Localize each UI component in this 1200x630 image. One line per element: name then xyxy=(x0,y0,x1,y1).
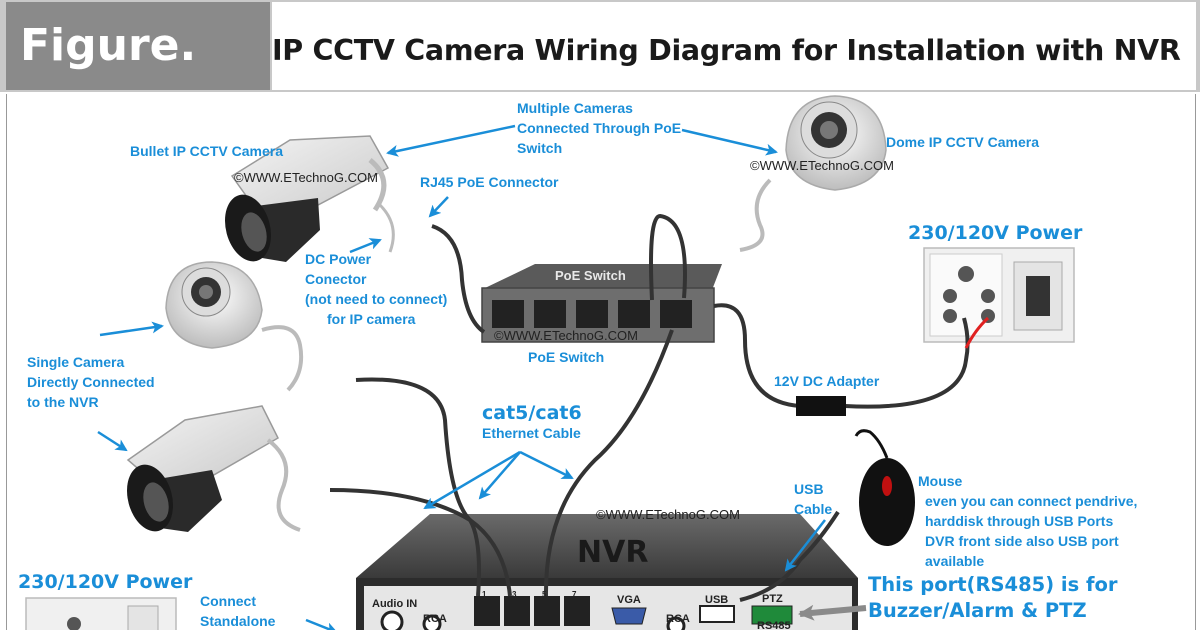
wall-socket-top xyxy=(923,247,1075,343)
dc-power-label: DC Power Conector (not need to connect) … xyxy=(305,249,447,329)
audio-in-label: Audio IN xyxy=(372,598,418,610)
watermark-nvr: ©WWW.ETechnoG.COM xyxy=(596,507,740,522)
dome-camera-left xyxy=(165,261,304,392)
single-camera-line-2: Directly Connected xyxy=(27,374,155,390)
nvr-label: NVR xyxy=(577,535,649,570)
bullet-camera-bottom xyxy=(126,405,301,532)
annotation-arrows xyxy=(97,124,826,630)
diagram-canvas xyxy=(6,94,1196,630)
usb-cable-line-2: Cable xyxy=(794,501,833,517)
dc-power-line-2: Conector xyxy=(305,271,367,287)
watermark-switch: ©WWW.ETechnoG.COM xyxy=(494,328,638,343)
connect-standalone-line-1: Connect xyxy=(200,593,256,609)
single-camera-line-1: Single Camera xyxy=(27,354,125,370)
power-top-label: 230/120V Power xyxy=(908,222,1083,244)
ptz-label: PTZ xyxy=(762,593,783,605)
poe-switch xyxy=(481,264,722,343)
title-box xyxy=(272,2,1196,90)
cat-cable-label: cat5/cat6 xyxy=(482,402,582,424)
rca-left-label: RCA xyxy=(423,613,447,625)
multiple-cameras-line-1: Multiple Cameras xyxy=(517,100,633,116)
diagram-title: IP CCTV Camera Wiring Diagram for Instal… xyxy=(272,34,1181,67)
connect-standalone-label: Connect Standalone xyxy=(200,591,275,630)
port-number-3: 3 xyxy=(512,590,517,599)
port-number-7: 7 xyxy=(572,590,577,599)
single-camera-line-3: to the NVR xyxy=(27,394,99,410)
usb-cable-label: USB Cable xyxy=(794,479,832,519)
dc-power-line-4: for IP camera xyxy=(327,311,416,327)
bullet-camera-top xyxy=(224,135,395,262)
mouse-line-4: DVR front side also USB port xyxy=(925,533,1119,549)
poe-switch-body-label: PoE Switch xyxy=(555,268,626,283)
rs485-port-label: RS485 xyxy=(757,620,791,630)
dc-adapter-label: 12V DC Adapter xyxy=(774,373,880,389)
connect-standalone-line-2: Standalone xyxy=(200,613,276,629)
usb-cable-line-1: USB xyxy=(794,481,824,497)
port-number-1: 1 xyxy=(482,590,487,599)
network-cables xyxy=(329,213,970,602)
bullet-camera-label: Bullet IP CCTV Camera xyxy=(130,143,284,159)
power-red-wire xyxy=(964,316,990,349)
ethernet-cable-label: Ethernet Cable xyxy=(482,425,581,441)
mouse-line-2: even you can connect pendrive, xyxy=(925,493,1138,509)
rs485-arrow xyxy=(798,604,867,621)
dc-adapter-brick xyxy=(796,396,846,416)
rca-right-label: RCA xyxy=(666,613,690,625)
wall-socket-bottom xyxy=(25,597,177,630)
mouse xyxy=(854,429,915,546)
multiple-cameras-line-3: Switch xyxy=(517,140,563,156)
figure-label: Figure. 01 xyxy=(6,2,270,159)
usb-port-label: USB xyxy=(705,594,729,606)
dome-camera-label: Dome IP CCTV Camera xyxy=(886,134,1040,150)
mouse-line-3: harddisk through USB Ports xyxy=(925,513,1114,529)
multiple-cameras-line-2: Connected Through PoE xyxy=(517,120,682,136)
port-number-5: 5 xyxy=(542,590,547,599)
power-bottom-label: 230/120V Power xyxy=(18,571,193,593)
multiple-cameras-label: Multiple Cameras Connected Through PoE S… xyxy=(517,98,681,158)
poe-switch-caption: PoE Switch xyxy=(528,349,605,365)
watermark-dome: ©WWW.ETechnoG.COM xyxy=(750,158,894,173)
rs485-note: This port(RS485) is for Buzzer/Alarm & P… xyxy=(868,572,1118,624)
watermark-bullet: ©WWW.ETechnoG.COM xyxy=(234,170,378,185)
dc-power-line-1: DC Power xyxy=(305,251,372,267)
single-camera-label: Single Camera Directly Connected to the … xyxy=(27,352,155,412)
dome-camera-top xyxy=(739,95,887,252)
mouse-line-1: Mouse xyxy=(918,473,963,489)
mouse-line-5: available xyxy=(925,553,985,569)
dc-power-line-3: (not need to connect) xyxy=(305,291,448,307)
rs485-note-line-1: This port(RS485) is for xyxy=(868,573,1118,596)
vga-label: VGA xyxy=(617,594,641,606)
rs485-note-line-2: Buzzer/Alarm & PTZ xyxy=(868,599,1087,622)
mouse-label: Mouse even you can connect pendrive, har… xyxy=(918,471,1137,571)
rj45-label: RJ45 PoE Connector xyxy=(420,174,559,190)
